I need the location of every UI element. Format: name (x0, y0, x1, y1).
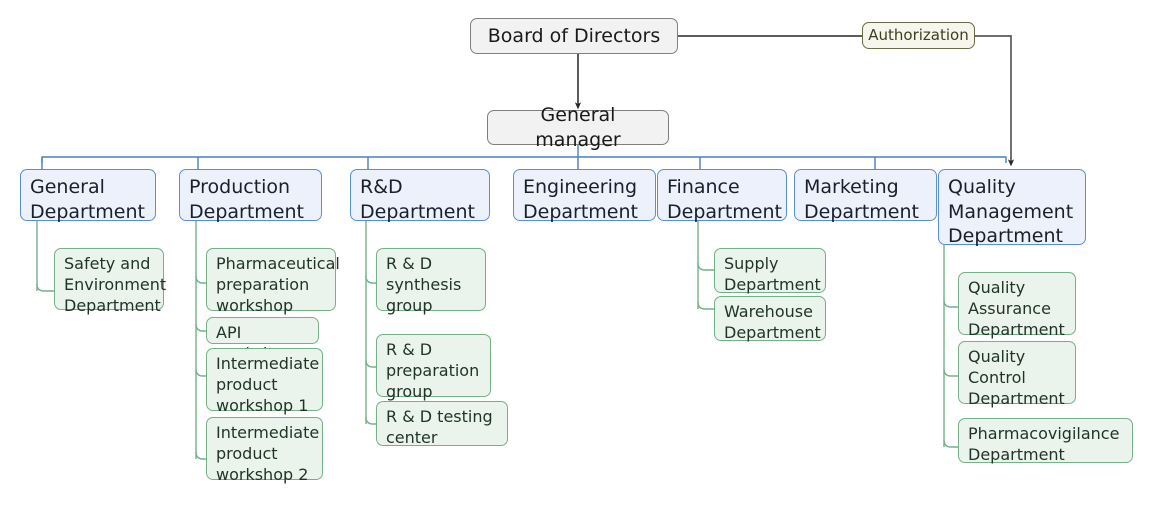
wire-child-rnd-0 (365, 275, 376, 284)
wire-child-quality-1 (943, 368, 958, 377)
node-label: R & D synthesis group (386, 254, 462, 315)
wire-child-production-2 (195, 368, 206, 377)
wire-child-production-1 (195, 323, 206, 332)
node-sub-quality-control-department[interactable]: Quality Control Department (958, 341, 1076, 408)
node-department-quality[interactable]: Quality Management Department (938, 169, 1086, 247)
node-department-marketing[interactable]: Marketing Department (794, 169, 937, 223)
wire-distribution-bus (41, 156, 1007, 163)
wire-child-rnd-1 (365, 359, 376, 368)
node-sub-api-workshop[interactable]: API workshop (206, 317, 319, 363)
node-sub-rnd-synthesis-group[interactable]: R & D synthesis group (376, 248, 486, 315)
node-department-engineering[interactable]: Engineering Department (513, 169, 656, 223)
node-label: R & D preparation group (386, 340, 480, 401)
node-label: Safety and Environment Department (64, 254, 167, 315)
node-sub-quality-assurance-department[interactable]: Quality Assurance Department (958, 272, 1076, 339)
wire-child-production-3 (195, 451, 206, 460)
node-label: Pharmaceutical preparation workshop (216, 254, 340, 315)
node-label: Board of Directors (487, 24, 661, 47)
node-label: Warehouse Department (724, 302, 821, 342)
node-label: Supply Department (724, 254, 821, 294)
wire-child-rnd-2 (365, 416, 376, 425)
node-label: Intermediate product workshop 2 (216, 423, 320, 484)
node-label: R&D Department (360, 176, 475, 223)
node-department-general[interactable]: General Department (20, 169, 156, 223)
node-label: Quality Management Department (948, 176, 1074, 248)
wire-child-finance-1 (697, 301, 714, 310)
node-sub-safety-and-environment[interactable]: Safety and Environment Department (54, 248, 166, 315)
node-department-finance[interactable]: Finance Department (657, 169, 787, 223)
node-label: Marketing Department (804, 176, 919, 223)
node-sub-pharmaceutical-preparation-workshop[interactable]: Pharmaceutical preparation workshop (206, 248, 340, 315)
node-label: Authorization (868, 25, 969, 44)
node-sub-supply-department[interactable]: Supply Department (714, 248, 826, 294)
wire-child-production-0 (195, 275, 206, 284)
wire-child-quality-2 (943, 439, 958, 448)
node-label: Intermediate product workshop 1 (216, 354, 320, 415)
node-label: Finance Department (667, 176, 782, 223)
node-sub-warehouse-department[interactable]: Warehouse Department (714, 296, 826, 342)
node-label: General manager (535, 103, 621, 151)
node-sub-rnd-testing-center[interactable]: R & D testing center (376, 401, 508, 447)
node-sub-rnd-preparation-group[interactable]: R & D preparation group (376, 334, 491, 401)
node-label: Pharmacovigilance Department (968, 424, 1120, 464)
node-label: Quality Control Department (968, 347, 1065, 408)
wire-child-finance-0 (697, 262, 714, 271)
node-sub-intermediate-product-workshop-1[interactable]: Intermediate product workshop 1 (206, 348, 323, 415)
node-label: Quality Assurance Department (968, 278, 1065, 339)
node-sub-intermediate-product-workshop-2[interactable]: Intermediate product workshop 2 (206, 417, 323, 484)
node-label: Production Department (189, 176, 304, 223)
node-label: Engineering Department (523, 176, 638, 223)
node-department-production[interactable]: Production Department (179, 169, 322, 223)
node-board-of-directors[interactable]: Board of Directors (470, 18, 678, 54)
node-label: R & D testing center (386, 407, 493, 447)
wire-child-general-0 (36, 283, 54, 292)
node-label: General Department (30, 176, 145, 223)
node-authorization[interactable]: Authorization (862, 22, 975, 49)
node-sub-pharmacovigilance-department[interactable]: Pharmacovigilance Department (958, 418, 1133, 464)
node-general-manager[interactable]: General manager (487, 104, 669, 151)
wire-child-quality-0 (943, 299, 958, 308)
node-department-rnd[interactable]: R&D Department (350, 169, 490, 223)
wire-authorization-to-quality (975, 35, 1015, 167)
